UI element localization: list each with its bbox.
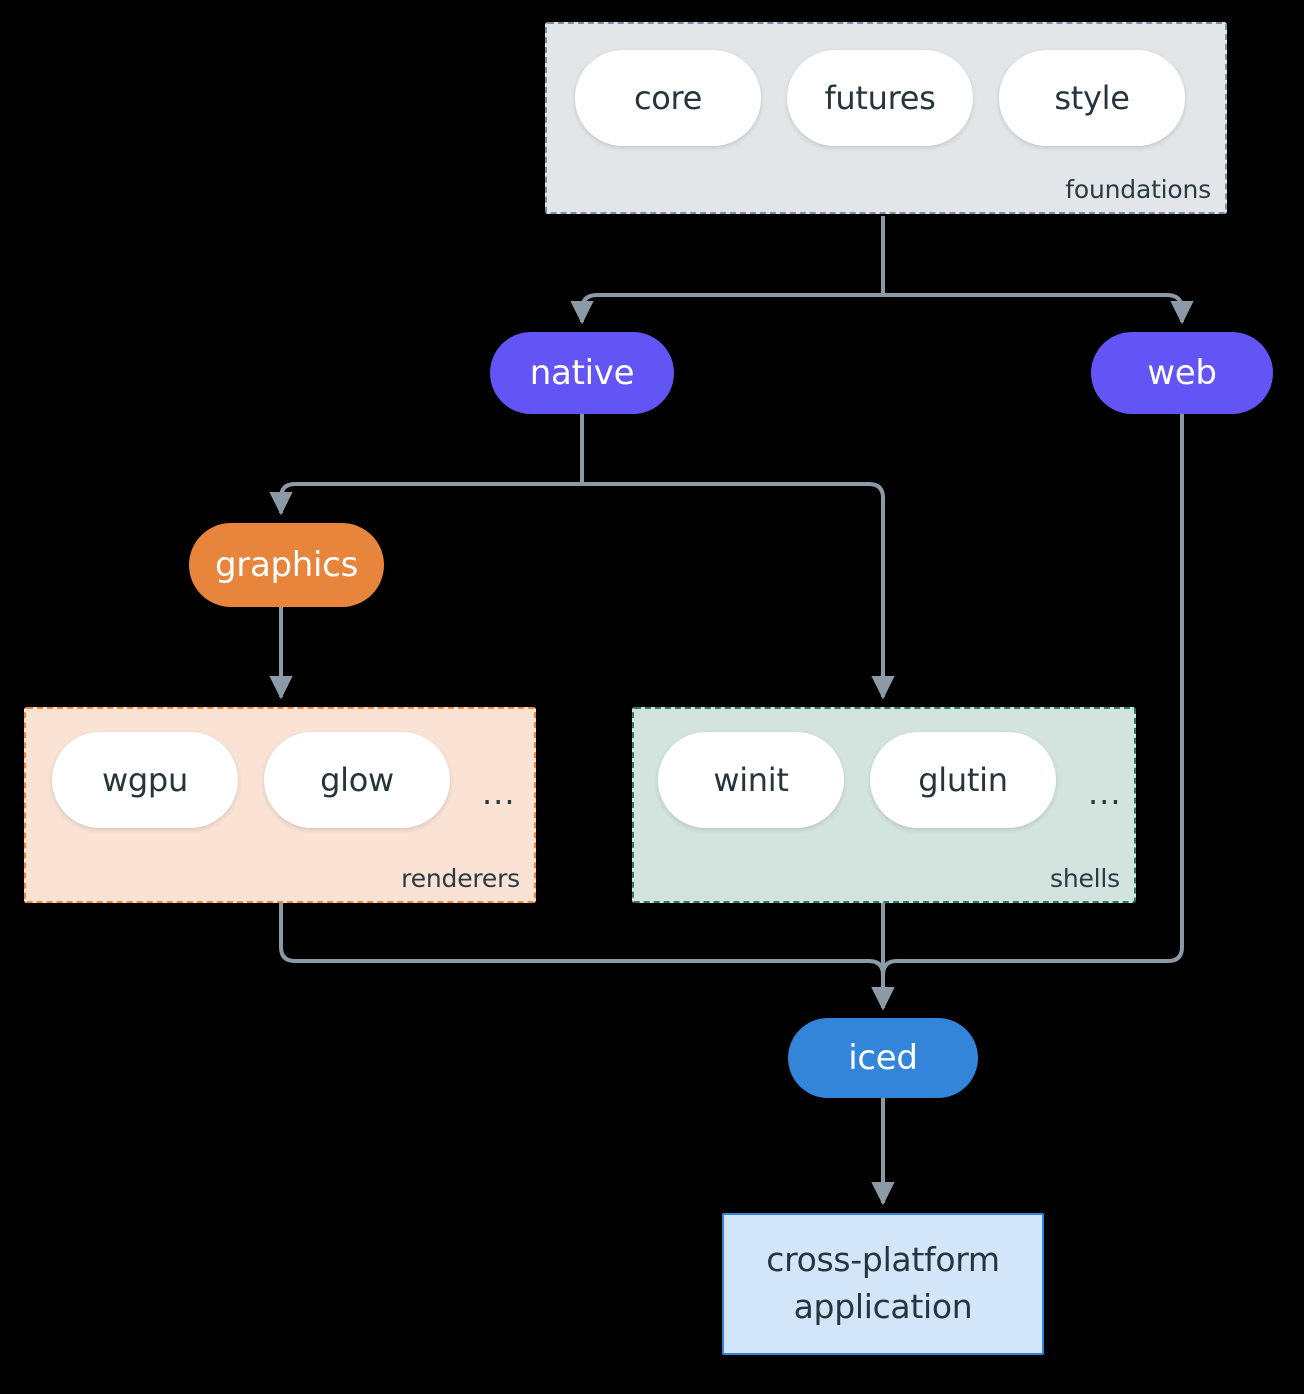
chip-futures[interactable]: futures xyxy=(787,50,973,146)
group-label-foundations: foundations xyxy=(1065,175,1211,204)
group-renderers: wgpu glow ... renderers xyxy=(24,707,536,903)
node-web[interactable]: web xyxy=(1091,332,1273,414)
renderers-chip-row: wgpu glow ... xyxy=(52,732,516,828)
group-label-renderers: renderers xyxy=(401,864,520,893)
shells-chip-row: winit glutin ... xyxy=(658,732,1122,828)
chip-glutin[interactable]: glutin xyxy=(870,732,1056,828)
edge-renderers-iced xyxy=(279,903,895,1011)
chip-wgpu[interactable]: wgpu xyxy=(52,732,238,828)
group-label-shells: shells xyxy=(1050,864,1120,893)
foundations-chip-row: core futures style xyxy=(575,50,1185,146)
node-cross-platform-application[interactable]: cross-platform application xyxy=(722,1213,1044,1355)
node-native[interactable]: native xyxy=(490,332,674,414)
chip-winit[interactable]: winit xyxy=(658,732,844,828)
group-foundations: core futures style foundations xyxy=(545,22,1227,214)
shells-ellipsis: ... xyxy=(1088,774,1122,812)
application-label-line1: cross-platform xyxy=(766,1240,1000,1280)
edge-native-graphics xyxy=(269,414,584,516)
edge-foundations-native xyxy=(570,216,885,325)
chip-core[interactable]: core xyxy=(575,50,761,146)
node-iced[interactable]: iced xyxy=(788,1018,978,1098)
node-graphics[interactable]: graphics xyxy=(189,523,384,607)
edge-foundations-web xyxy=(881,216,1194,325)
application-label-line2: application xyxy=(793,1287,973,1326)
chip-style[interactable]: style xyxy=(999,50,1185,146)
edge-native-shells xyxy=(580,414,895,700)
renderers-ellipsis: ... xyxy=(482,774,516,812)
chip-glow[interactable]: glow xyxy=(264,732,450,828)
group-shells: winit glutin ... shells xyxy=(632,707,1136,903)
